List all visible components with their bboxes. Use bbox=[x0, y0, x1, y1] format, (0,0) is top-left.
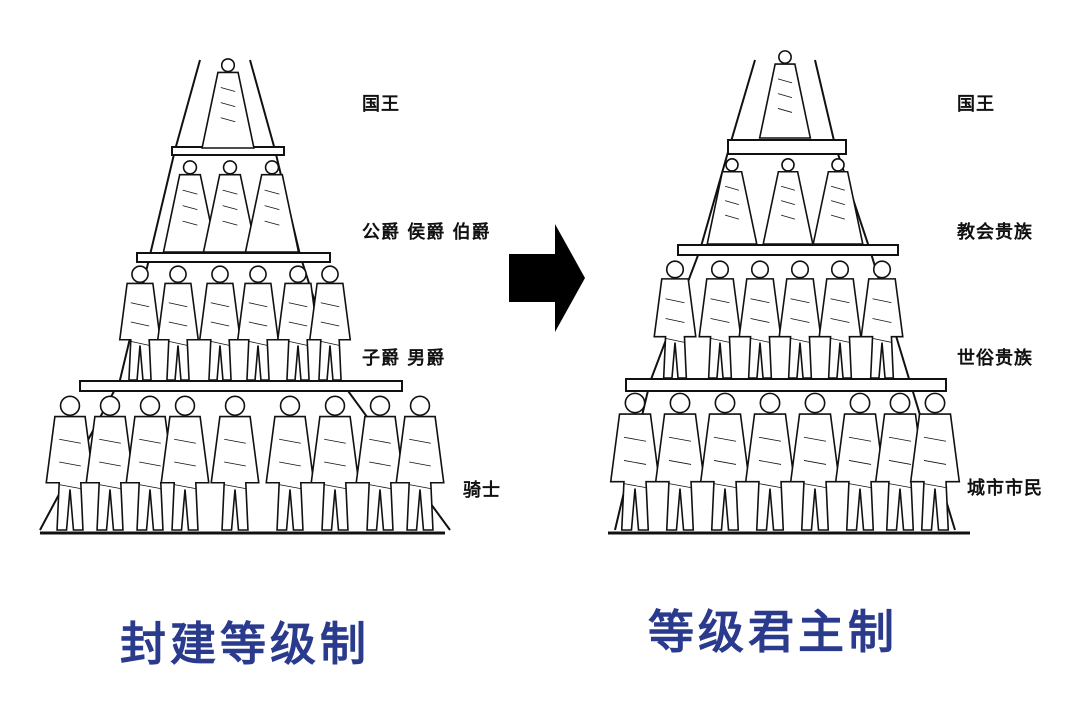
person-figure-icon bbox=[210, 395, 260, 531]
person-figure-icon bbox=[45, 395, 95, 531]
person-figure-icon bbox=[762, 158, 814, 245]
person-figure-icon bbox=[818, 260, 862, 379]
tier-label-dukes: 公爵 侯爵 伯爵 bbox=[362, 222, 491, 243]
tier-label-king-left: 国王 bbox=[362, 94, 400, 115]
person-figure-icon bbox=[160, 395, 210, 531]
person-figure-icon bbox=[706, 158, 758, 245]
person-figure-icon bbox=[355, 395, 405, 531]
person-figure-icon bbox=[654, 392, 706, 531]
person-figure-icon bbox=[834, 392, 886, 531]
person-figure-icon bbox=[698, 260, 742, 379]
person-figure-icon bbox=[244, 160, 300, 253]
person-figure-icon bbox=[118, 265, 162, 381]
tier-label-knights: 骑士 bbox=[463, 480, 501, 501]
person-figure-icon bbox=[860, 260, 904, 379]
person-figure-icon bbox=[699, 392, 751, 531]
person-figure-icon bbox=[236, 265, 280, 381]
person-figure-icon bbox=[758, 50, 812, 139]
right-diagram-title: 等级君主制 bbox=[648, 605, 898, 659]
tier-label-king-right: 国王 bbox=[957, 94, 995, 115]
person-figure-icon bbox=[162, 160, 218, 253]
person-figure-icon bbox=[609, 392, 661, 531]
person-figure-icon bbox=[85, 395, 135, 531]
tier-label-burghers: 城市市民 bbox=[967, 478, 1043, 499]
person-figure-icon bbox=[744, 392, 796, 531]
person-figure-icon bbox=[265, 395, 315, 531]
person-figure-icon bbox=[308, 265, 352, 381]
tier-label-clergy: 教会贵族 bbox=[957, 222, 1033, 243]
person-figure-icon bbox=[653, 260, 697, 379]
person-figure-icon bbox=[202, 160, 258, 253]
tier-label-viscounts: 子爵 男爵 bbox=[362, 348, 446, 369]
person-figure-icon bbox=[156, 265, 200, 381]
right-arrow-icon bbox=[509, 224, 585, 332]
person-figure-icon bbox=[778, 260, 822, 379]
tier-label-nobility: 世俗贵族 bbox=[957, 348, 1033, 369]
left-diagram-title: 封建等级制 bbox=[120, 617, 370, 671]
person-figure-icon bbox=[812, 158, 864, 245]
person-figure-icon bbox=[738, 260, 782, 379]
person-figure-icon bbox=[198, 265, 242, 381]
person-figure-icon bbox=[909, 392, 961, 531]
estates-monarchy-pyramid-illustration bbox=[608, 50, 970, 535]
person-figure-icon bbox=[395, 395, 445, 531]
feudal-pyramid-illustration bbox=[39, 58, 451, 535]
person-figure-icon bbox=[310, 395, 360, 531]
person-figure-icon bbox=[201, 58, 255, 149]
person-figure-icon bbox=[789, 392, 841, 531]
